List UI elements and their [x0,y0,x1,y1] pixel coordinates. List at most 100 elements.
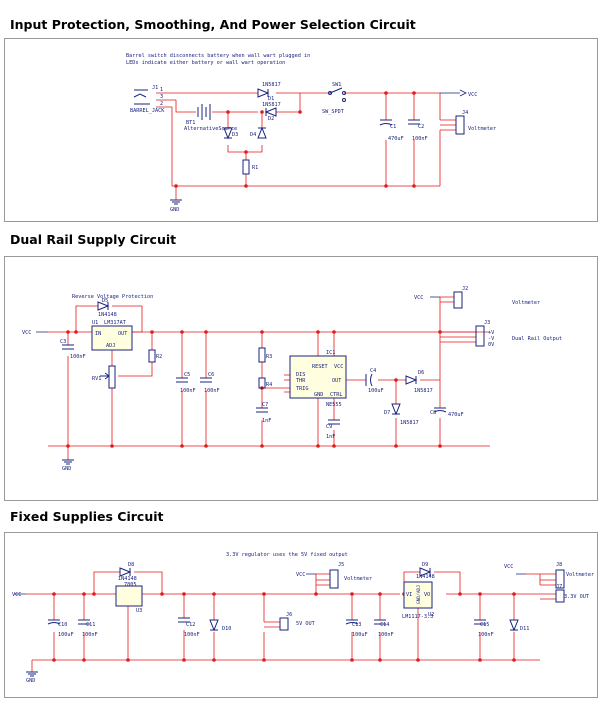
label-sw-spdt: SW_SPDT [322,109,344,115]
label-sw1: SW1 [332,82,341,88]
label-u2: U2 [428,612,434,618]
label-voltmeter-j5: Voltmeter [344,576,372,582]
label-bt1: BT1 [186,120,195,126]
label-j1: J1 [152,85,158,91]
label-c2-value: 100nF [412,136,428,142]
label-d5: D5 [102,298,108,304]
label-j5: J5 [338,562,344,568]
label-vcc: VCC [468,92,477,98]
label-c14: C14 [380,622,389,628]
pin-zero-v: 0V [488,342,494,348]
label-5v-out: 5V OUT [296,621,315,627]
pin-reset: RESET [312,364,328,370]
label-c9-value: 1nF [326,434,335,440]
label-gnd: GND [62,466,71,472]
label-c1-value: 470uF [388,136,404,142]
label-c8-value: 470uF [448,412,464,418]
label-c6: C6 [208,372,214,378]
label-d7-value: 1N5817 [400,420,419,426]
pin-3: 3 [160,94,163,100]
label-c8: C8 [430,410,436,416]
label-d7: D7 [384,410,390,416]
label-c15: C15 [480,622,489,628]
label-c2: C2 [418,124,424,130]
pin-trig: TRIG [296,386,309,392]
pin-in: IN [95,331,101,337]
label-d10: D10 [222,626,231,632]
label-j3: J3 [484,320,490,326]
label-gnd: GND [26,678,35,684]
label-d8: D8 [128,562,134,568]
label-c12: C12 [186,622,195,628]
label-c7: C7 [262,402,268,408]
label-vcc: VCC [12,592,21,598]
panel-input-protection [4,38,598,222]
label-vcc-j5: VCC [296,572,305,578]
label-j6: J6 [286,612,292,618]
label-rv1: RV1 [92,376,101,382]
pin-vcc-555: VCC [334,364,343,370]
pin-dis: DIS [296,372,305,378]
pin-1: 1 [160,87,163,93]
label-d3: D3 [232,132,238,138]
label-d6: D6 [418,370,424,376]
label-c12-value: 100nF [184,632,200,638]
note-led-indicate: LEDs indicate either battery or wall war… [126,60,285,66]
panel-fixed-supplies [4,532,598,698]
label-j8: J8 [556,562,562,568]
label-c5-value: 100nF [180,388,196,394]
pin-out-555: OUT [332,378,341,384]
label-j7: J7 [556,584,562,590]
pin-vi: VI [406,592,412,598]
label-3v3-out: 3.3V OUT [564,594,589,600]
label-c10: C10 [58,622,67,628]
label-c11: C11 [86,622,95,628]
pin-ctrl: CTRL [330,392,343,398]
pin-minus-v: -V [488,336,494,342]
label-c7-value: 1nF [262,418,271,424]
label-j2: J2 [462,286,468,292]
label-barrel-jack: BARREL_JACK [130,108,165,114]
label-c1: C1 [390,124,396,130]
label-ic1-value: NE555 [326,402,342,408]
pin-gnd-adj: GND/ADJ [416,585,422,604]
label-c13-value: 100uF [352,632,368,638]
pin-out: OUT [118,331,127,337]
label-gnd: GND [170,207,179,213]
label-voltmeter: Voltmeter [512,300,540,306]
label-d9-value: 1N4148 [416,574,435,580]
pin-thr: THR [296,378,306,384]
label-dual-rail-output: Dual Rail Output [512,336,562,342]
label-d1: D1 [268,96,274,102]
label-d9: D9 [422,562,428,568]
label-c9: C9 [326,424,332,430]
label-u1-value: LM317AT [104,320,126,326]
label-vcc-j2: VCC [414,295,423,301]
label-d5-value: 1N4148 [98,312,117,318]
note-3v3-regulator: 3.3V regulator uses the 5V fixed output [226,552,348,558]
label-c6-value: 100nF [204,388,220,394]
label-u3: U3 [136,608,142,614]
label-r3: R3 [266,354,272,360]
pin-plus-v: +V [488,330,494,336]
label-c5: C5 [184,372,190,378]
label-d2-value: 1N5817 [262,102,281,108]
label-vcc-j8: VCC [504,564,513,570]
label-d8-value: 1N4148 [118,576,137,582]
label-r2: R2 [156,354,162,360]
label-c13: C13 [352,622,361,628]
label-j4: J4 [462,110,468,116]
section-title-dual-rail: Dual Rail Supply Circuit [10,232,177,247]
label-r1: R1 [252,165,258,171]
label-vcc: VCC [22,330,31,336]
label-d2: D2 [268,116,274,122]
label-u2-value: LM1117-3.3 [402,614,433,620]
label-ic1: IC1 [326,350,335,356]
label-c15-value: 100nF [478,632,494,638]
label-c10-value: 100uF [58,632,74,638]
label-r4: R4 [266,382,272,388]
section-title-fixed-supplies: Fixed Supplies Circuit [10,509,164,524]
